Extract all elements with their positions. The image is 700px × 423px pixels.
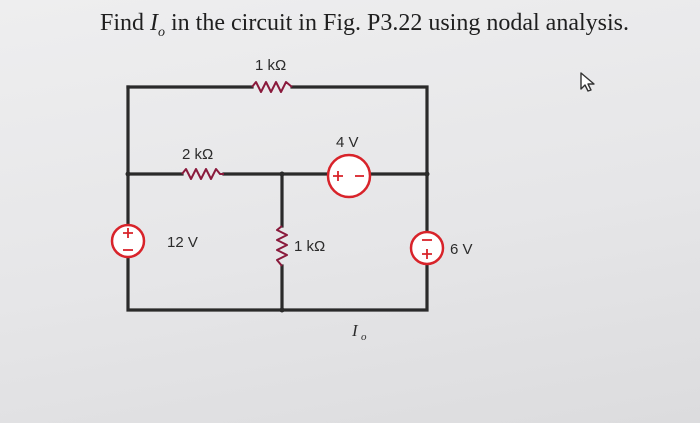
- label-top-resistor: 1 kΩ: [255, 57, 286, 74]
- question-var: Io: [150, 10, 166, 40]
- resistor-middle: [276, 225, 288, 267]
- label-4v: 4 V: [336, 134, 359, 151]
- cursor-arrow-icon: [580, 72, 595, 92]
- current-label: I o: [351, 321, 367, 343]
- question-suffix: in the circuit in Fig. P3.22 using nodal…: [165, 10, 629, 36]
- source-12v: [110, 223, 146, 259]
- svg-text:I: I: [351, 321, 359, 340]
- node-middle: [279, 171, 285, 177]
- wires: [126, 85, 429, 312]
- source-4v: [326, 153, 372, 199]
- question-text: Find Io in the circuit in Fig. P3.22 usi…: [100, 10, 629, 41]
- node-bottom: [279, 307, 285, 313]
- resistor-left: [181, 168, 224, 180]
- label-left-resistor: 2 kΩ: [182, 146, 213, 163]
- source-6v: [409, 230, 445, 266]
- node-left: [125, 171, 131, 177]
- question-prefix: Find: [100, 10, 151, 36]
- node-right: [424, 171, 430, 177]
- label-6v: 6 V: [450, 241, 473, 258]
- label-middle-resistor: 1 kΩ: [294, 238, 325, 255]
- svg-text:o: o: [361, 331, 367, 343]
- resistor-top: [251, 81, 293, 93]
- label-12v: 12 V: [167, 234, 198, 251]
